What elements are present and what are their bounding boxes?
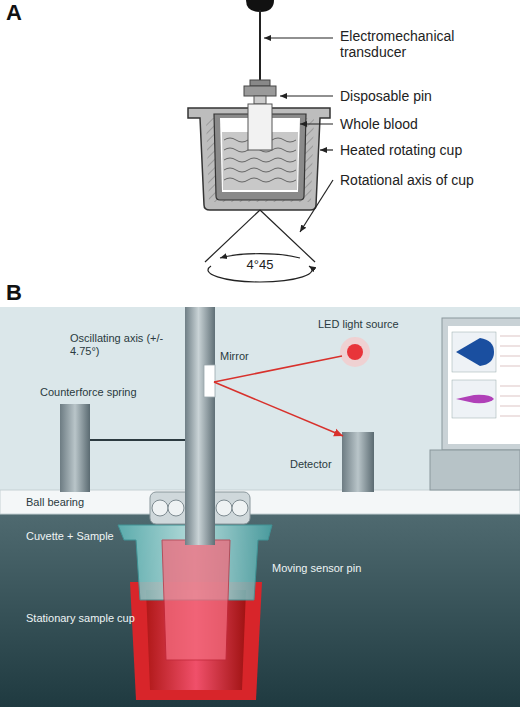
pin-holder <box>244 86 276 96</box>
spring <box>90 439 186 441</box>
part-label: Moving sensor pin <box>272 562 392 575</box>
leader-arrow <box>264 37 333 38</box>
leader-arrow <box>320 149 333 150</box>
part-label: LED light source <box>318 318 438 331</box>
spring-post <box>60 404 90 492</box>
part-label: Mirror <box>220 350 280 363</box>
leader-arrow <box>280 95 333 96</box>
part-label: Rotational axis of cup <box>340 172 510 188</box>
detector <box>342 432 374 492</box>
base-block <box>0 514 520 707</box>
part-label: Electromechanical transducer <box>340 28 510 60</box>
panel-letter: A <box>6 0 36 25</box>
leader-arrow <box>300 180 333 232</box>
disposable-pin <box>248 104 272 150</box>
part-label: Heated rotating cup <box>340 142 510 158</box>
panel-letter: B <box>6 280 36 305</box>
rotem-illustration <box>0 307 520 707</box>
angle-label: 4°45 <box>232 258 288 273</box>
trace-purple <box>456 395 494 403</box>
part-label: Disposable pin <box>340 88 510 104</box>
led <box>347 344 363 360</box>
part-label: Cuvette + Sample <box>26 530 136 543</box>
torsion-wire <box>259 10 261 82</box>
monitor <box>442 318 520 450</box>
part-label: Ball bearing <box>26 496 136 509</box>
monitor-screen <box>448 326 520 444</box>
part-label: Whole blood <box>340 116 510 132</box>
part-label: Oscillating axis (+/- 4.75°) <box>70 332 185 357</box>
mirror <box>204 365 215 397</box>
part-label: Detector <box>290 458 350 471</box>
bearing-shelf <box>0 490 520 514</box>
trace-blue <box>456 338 494 366</box>
teg-illustration <box>188 0 333 282</box>
light-ray <box>214 382 343 436</box>
leader-arrow <box>300 123 333 124</box>
sensor-pin <box>162 540 230 660</box>
oscillating-axis <box>185 307 215 545</box>
led-glow <box>340 337 370 367</box>
part-label: Stationary sample cup <box>26 612 146 625</box>
part-label: Counterforce spring <box>40 386 160 399</box>
